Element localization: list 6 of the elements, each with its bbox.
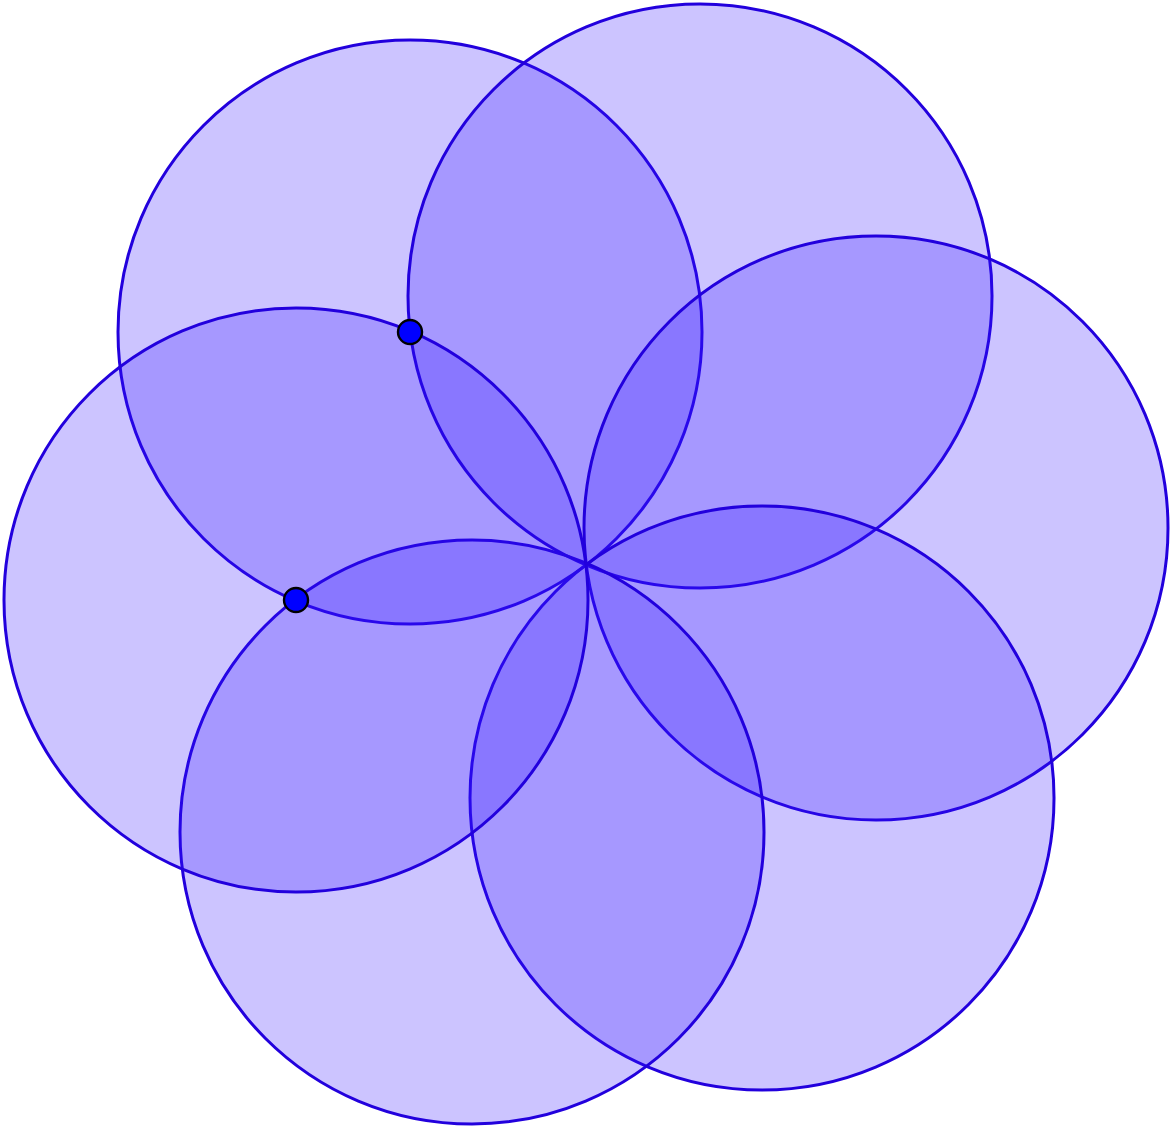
circle-shape: [468, 504, 1056, 1092]
point-dot: [282, 586, 310, 614]
circle-shape: [178, 538, 766, 1126]
circle-shape: [582, 234, 1170, 822]
point-dot: [396, 318, 424, 346]
circle-shape: [2, 306, 590, 894]
